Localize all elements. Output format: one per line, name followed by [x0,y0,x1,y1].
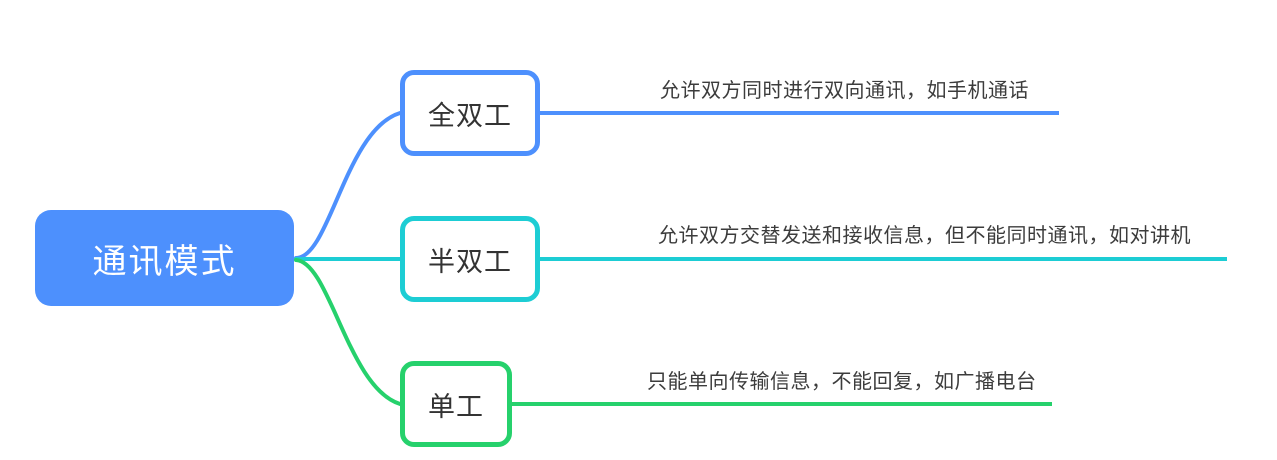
branch-node-full-duplex[interactable]: 全双工 [400,70,540,156]
root-node-label: 通讯模式 [92,242,237,281]
description-simplex: 只能单向传输信息，不能回复，如广播电台 [647,371,1037,393]
branch-node-half-duplex-label: 半双工 [428,246,512,277]
branch-node-simplex-label: 单工 [428,391,484,422]
branch-node-simplex[interactable]: 单工 [400,361,512,447]
connector-root-to-full-duplex [294,111,402,260]
description-full-duplex: 允许双方同时进行双向通讯，如手机通话 [660,80,1029,102]
branch-node-half-duplex[interactable]: 半双工 [400,216,540,302]
root-node[interactable]: 通讯模式 [35,210,294,306]
branch-node-full-duplex-label: 全双工 [428,100,512,131]
connector-root-to-simplex [294,258,402,406]
description-half-duplex: 允许双方交替发送和接收信息，但不能同时通讯，如对讲机 [658,225,1191,247]
